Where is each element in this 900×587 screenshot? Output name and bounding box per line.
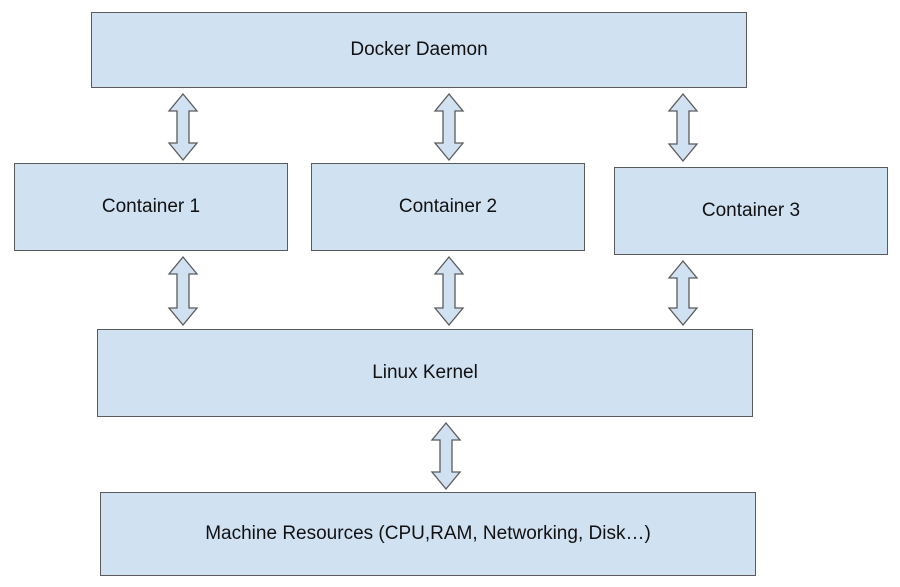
arrow-daemon-container-1 bbox=[167, 92, 199, 162]
arrow-container-1-kernel bbox=[167, 255, 199, 327]
docker-daemon-box: Docker Daemon bbox=[91, 12, 747, 88]
container-2-label: Container 2 bbox=[398, 196, 498, 217]
machine-resources-box: Machine Resources (CPU,RAM, Networking, … bbox=[100, 492, 756, 576]
container-3-box: Container 3 bbox=[614, 167, 888, 255]
arrow-container-3-kernel bbox=[667, 259, 699, 327]
container-1-label: Container 1 bbox=[101, 196, 201, 217]
arrow-daemon-container-2 bbox=[433, 92, 465, 162]
linux-kernel-label: Linux Kernel bbox=[372, 362, 478, 383]
arrow-daemon-container-3 bbox=[667, 92, 699, 163]
arrow-kernel-machine bbox=[430, 421, 462, 491]
container-2-box: Container 2 bbox=[311, 163, 585, 251]
arrow-container-2-kernel bbox=[433, 255, 465, 327]
container-3-label: Container 3 bbox=[701, 200, 801, 221]
machine-resources-label: Machine Resources (CPU,RAM, Networking, … bbox=[205, 523, 651, 544]
container-1-box: Container 1 bbox=[14, 163, 288, 251]
docker-daemon-label: Docker Daemon bbox=[350, 39, 488, 60]
linux-kernel-box: Linux Kernel bbox=[97, 329, 753, 417]
